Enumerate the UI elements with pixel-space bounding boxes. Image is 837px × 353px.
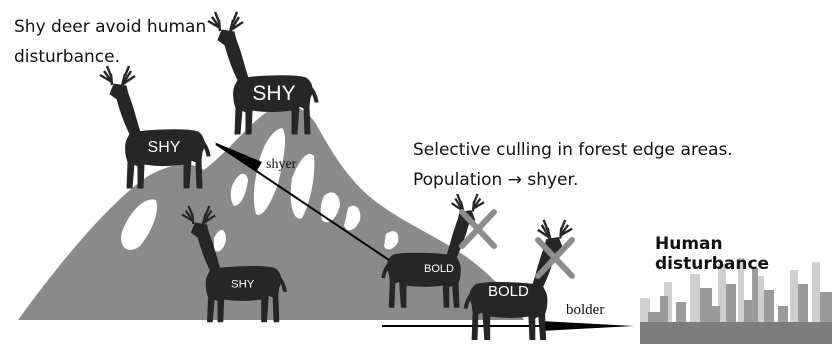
deer-label-bold-1: BOLD	[424, 263, 454, 275]
caption-line-1: Shy deer avoid human	[14, 12, 206, 42]
caption-shy-deer: Shy deer avoid human disturbance.	[14, 12, 206, 72]
caption-line-2: Population → shyer.	[413, 165, 733, 195]
caption-line-1: Selective culling in forest edge areas.	[413, 135, 733, 165]
bolder-label: bolder	[566, 302, 604, 318]
caption-line-2: disturbance.	[14, 42, 206, 72]
deer-label: SHY	[252, 82, 295, 105]
deer-label: SHY	[148, 139, 181, 156]
deer-label: SHY	[231, 279, 255, 291]
bolder-arrowhead	[540, 321, 634, 331]
shyer-label: shyer	[266, 157, 297, 172]
city-label: Human disturbance	[655, 234, 837, 274]
deer-label-bold-2: BOLD	[488, 283, 529, 300]
caption-selective-culling: Selective culling in forest edge areas. …	[413, 135, 733, 195]
